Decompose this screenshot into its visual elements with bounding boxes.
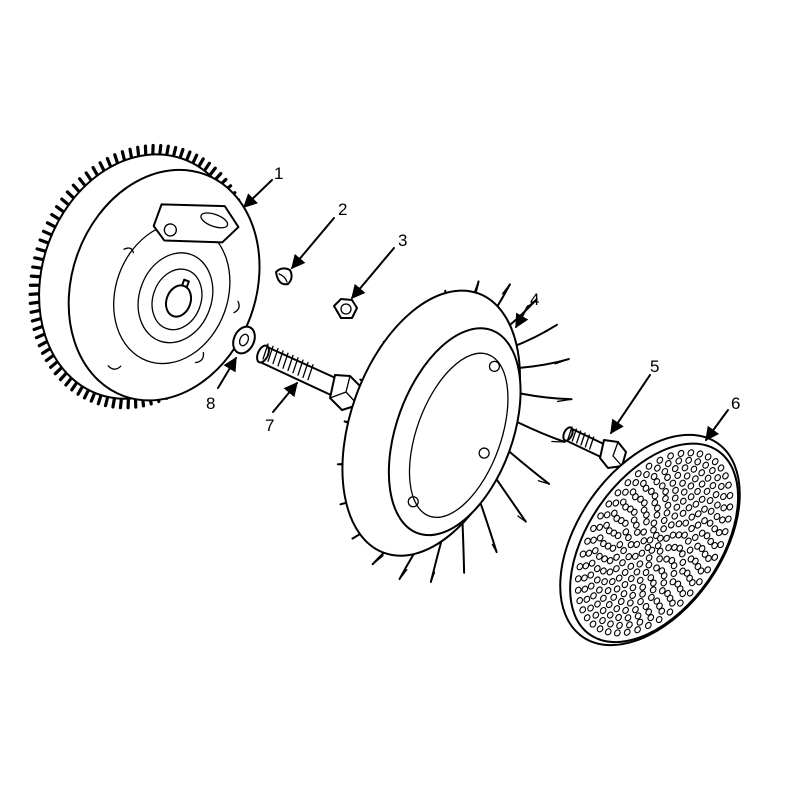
washer-part [232, 325, 256, 355]
callout-8: 8 [206, 394, 215, 413]
woodruff-key-part [275, 267, 293, 286]
stud-bolt-part [256, 343, 363, 411]
callout-7: 7 [265, 416, 274, 435]
leader-line-2 [291, 217, 335, 270]
callout-5: 5 [650, 357, 659, 376]
nut-part [333, 298, 358, 319]
leader-line-7 [272, 381, 298, 413]
leader-line-6 [705, 409, 729, 442]
callout-leader-lines [217, 179, 729, 442]
callout-1: 1 [274, 164, 283, 183]
leader-line-3 [351, 247, 395, 300]
screw-part [562, 426, 627, 469]
callout-numbers: 1 2 3 4 5 6 7 8 [206, 164, 740, 435]
bolt-threads [262, 343, 314, 381]
screen-perforations [574, 449, 734, 637]
rotating-screen-part [559, 433, 741, 647]
leader-line-1 [242, 179, 273, 208]
callout-2: 2 [338, 200, 347, 219]
leader-line-5 [610, 374, 651, 435]
leader-line-8 [217, 356, 237, 389]
callout-3: 3 [398, 231, 407, 250]
flywheel-part [28, 143, 261, 410]
cooling-fan-part [336, 280, 573, 583]
callout-4: 4 [530, 290, 539, 309]
callout-6: 6 [731, 394, 740, 413]
leader-line-4 [515, 305, 529, 329]
screw-threads [567, 426, 595, 450]
